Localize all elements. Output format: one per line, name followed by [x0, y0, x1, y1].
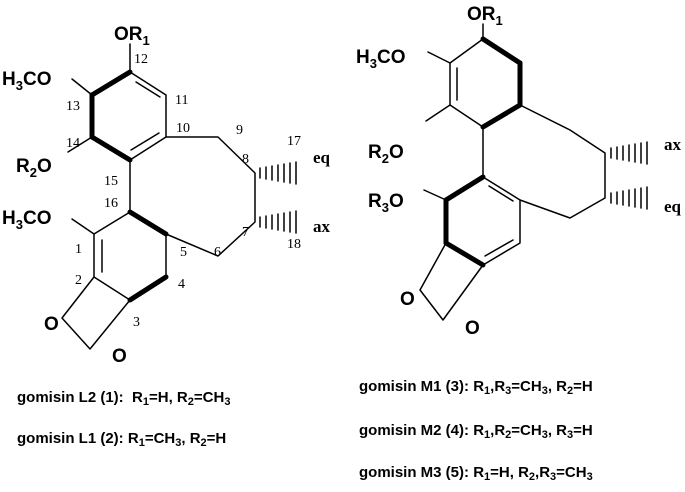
right-r2o-label: R2O [368, 142, 404, 166]
left-upper-ring [89, 69, 167, 163]
left-or1-label: OR1 [114, 24, 150, 48]
num-6: 6 [214, 245, 221, 260]
caption-l2-text: R1=H, R2=CH3 [132, 389, 231, 408]
num-13: 13 [66, 99, 80, 114]
right-h3co-label: H3CO [356, 47, 405, 71]
num-17: 17 [287, 134, 301, 149]
num-15: 15 [104, 174, 118, 189]
num-4: 4 [178, 277, 185, 292]
num-8: 8 [242, 152, 249, 167]
right-methyl-eq-hash [610, 186, 648, 210]
num-10: 10 [176, 121, 190, 136]
num-11: 11 [175, 93, 188, 108]
left-o-right-label: O [112, 346, 127, 367]
right-lower-ring [443, 174, 521, 268]
caption-gomisin-l1: gomisin L1 (2): R1=CH3, R2=H [17, 430, 226, 449]
num-18: 18 [287, 237, 301, 252]
left-eq-label: eq [313, 148, 331, 167]
caption-m3-name: gomisin M3 (5): [359, 464, 470, 481]
right-ax-label: ax [664, 135, 682, 154]
num-16: 16 [104, 196, 118, 211]
num-7: 7 [242, 225, 249, 240]
num-5: 5 [180, 245, 187, 260]
left-h3co-bottom-label: H3CO [2, 208, 51, 232]
right-or1-label: OR1 [467, 4, 503, 28]
caption-gomisin-m2: gomisin M2 (4): R1,R2=CH3, R3=H [359, 422, 593, 441]
num-14: 14 [66, 136, 80, 151]
right-structure: OR1 H3CO R2O R3O O O ax eq [356, 4, 682, 339]
right-upper-ring [449, 36, 523, 130]
caption-m2-name: gomisin M2 (4): [359, 422, 470, 439]
left-lower-ring [93, 209, 169, 303]
left-o-left-label: O [44, 314, 59, 335]
num-12: 12 [134, 52, 148, 67]
caption-l1-name: gomisin L1 (2): [17, 430, 124, 447]
left-methyl-ax-hash [259, 210, 297, 234]
left-h3co-top-label: H3CO [2, 69, 51, 93]
num-2: 2 [75, 273, 82, 288]
left-r2o-label: R2O [16, 156, 52, 180]
caption-gomisin-m1: gomisin M1 (3): R1,R3=CH3, R2=H [359, 378, 593, 397]
caption-m1-name: gomisin M1 (3): [359, 378, 470, 395]
num-3: 3 [133, 315, 140, 330]
caption-gomisin-m3: gomisin M3 (5): R1=H, R2,R3=CH3 [359, 464, 593, 483]
caption-l1-text: R1=CH3, R2=H [127, 430, 227, 449]
num-1: 1 [75, 242, 82, 257]
caption-m1-text: R1,R3=CH3, R2=H [473, 378, 593, 397]
right-methyl-ax-hash [610, 141, 648, 165]
left-structure: OR1 H3CO R2O H3CO O O 12 13 11 14 10 9 8… [2, 24, 331, 367]
num-9: 9 [236, 123, 243, 138]
caption-m2-text: R1,R2=CH3, R3=H [473, 422, 593, 441]
right-eq-label: eq [664, 197, 682, 216]
right-r3o-label: R3O [368, 191, 404, 215]
right-o-right-label: O [465, 318, 480, 339]
right-o-left-label: O [400, 289, 415, 310]
caption-l2-name: gomisin L2 (1): [17, 389, 124, 406]
left-ax-label: ax [313, 217, 331, 236]
caption-gomisin-l2: gomisin L2 (1): R1=H, R2=CH3 [17, 389, 230, 408]
left-methyl-eq-hash [259, 161, 297, 185]
caption-m3-text: R1=H, R2,R3=CH3 [473, 464, 593, 483]
